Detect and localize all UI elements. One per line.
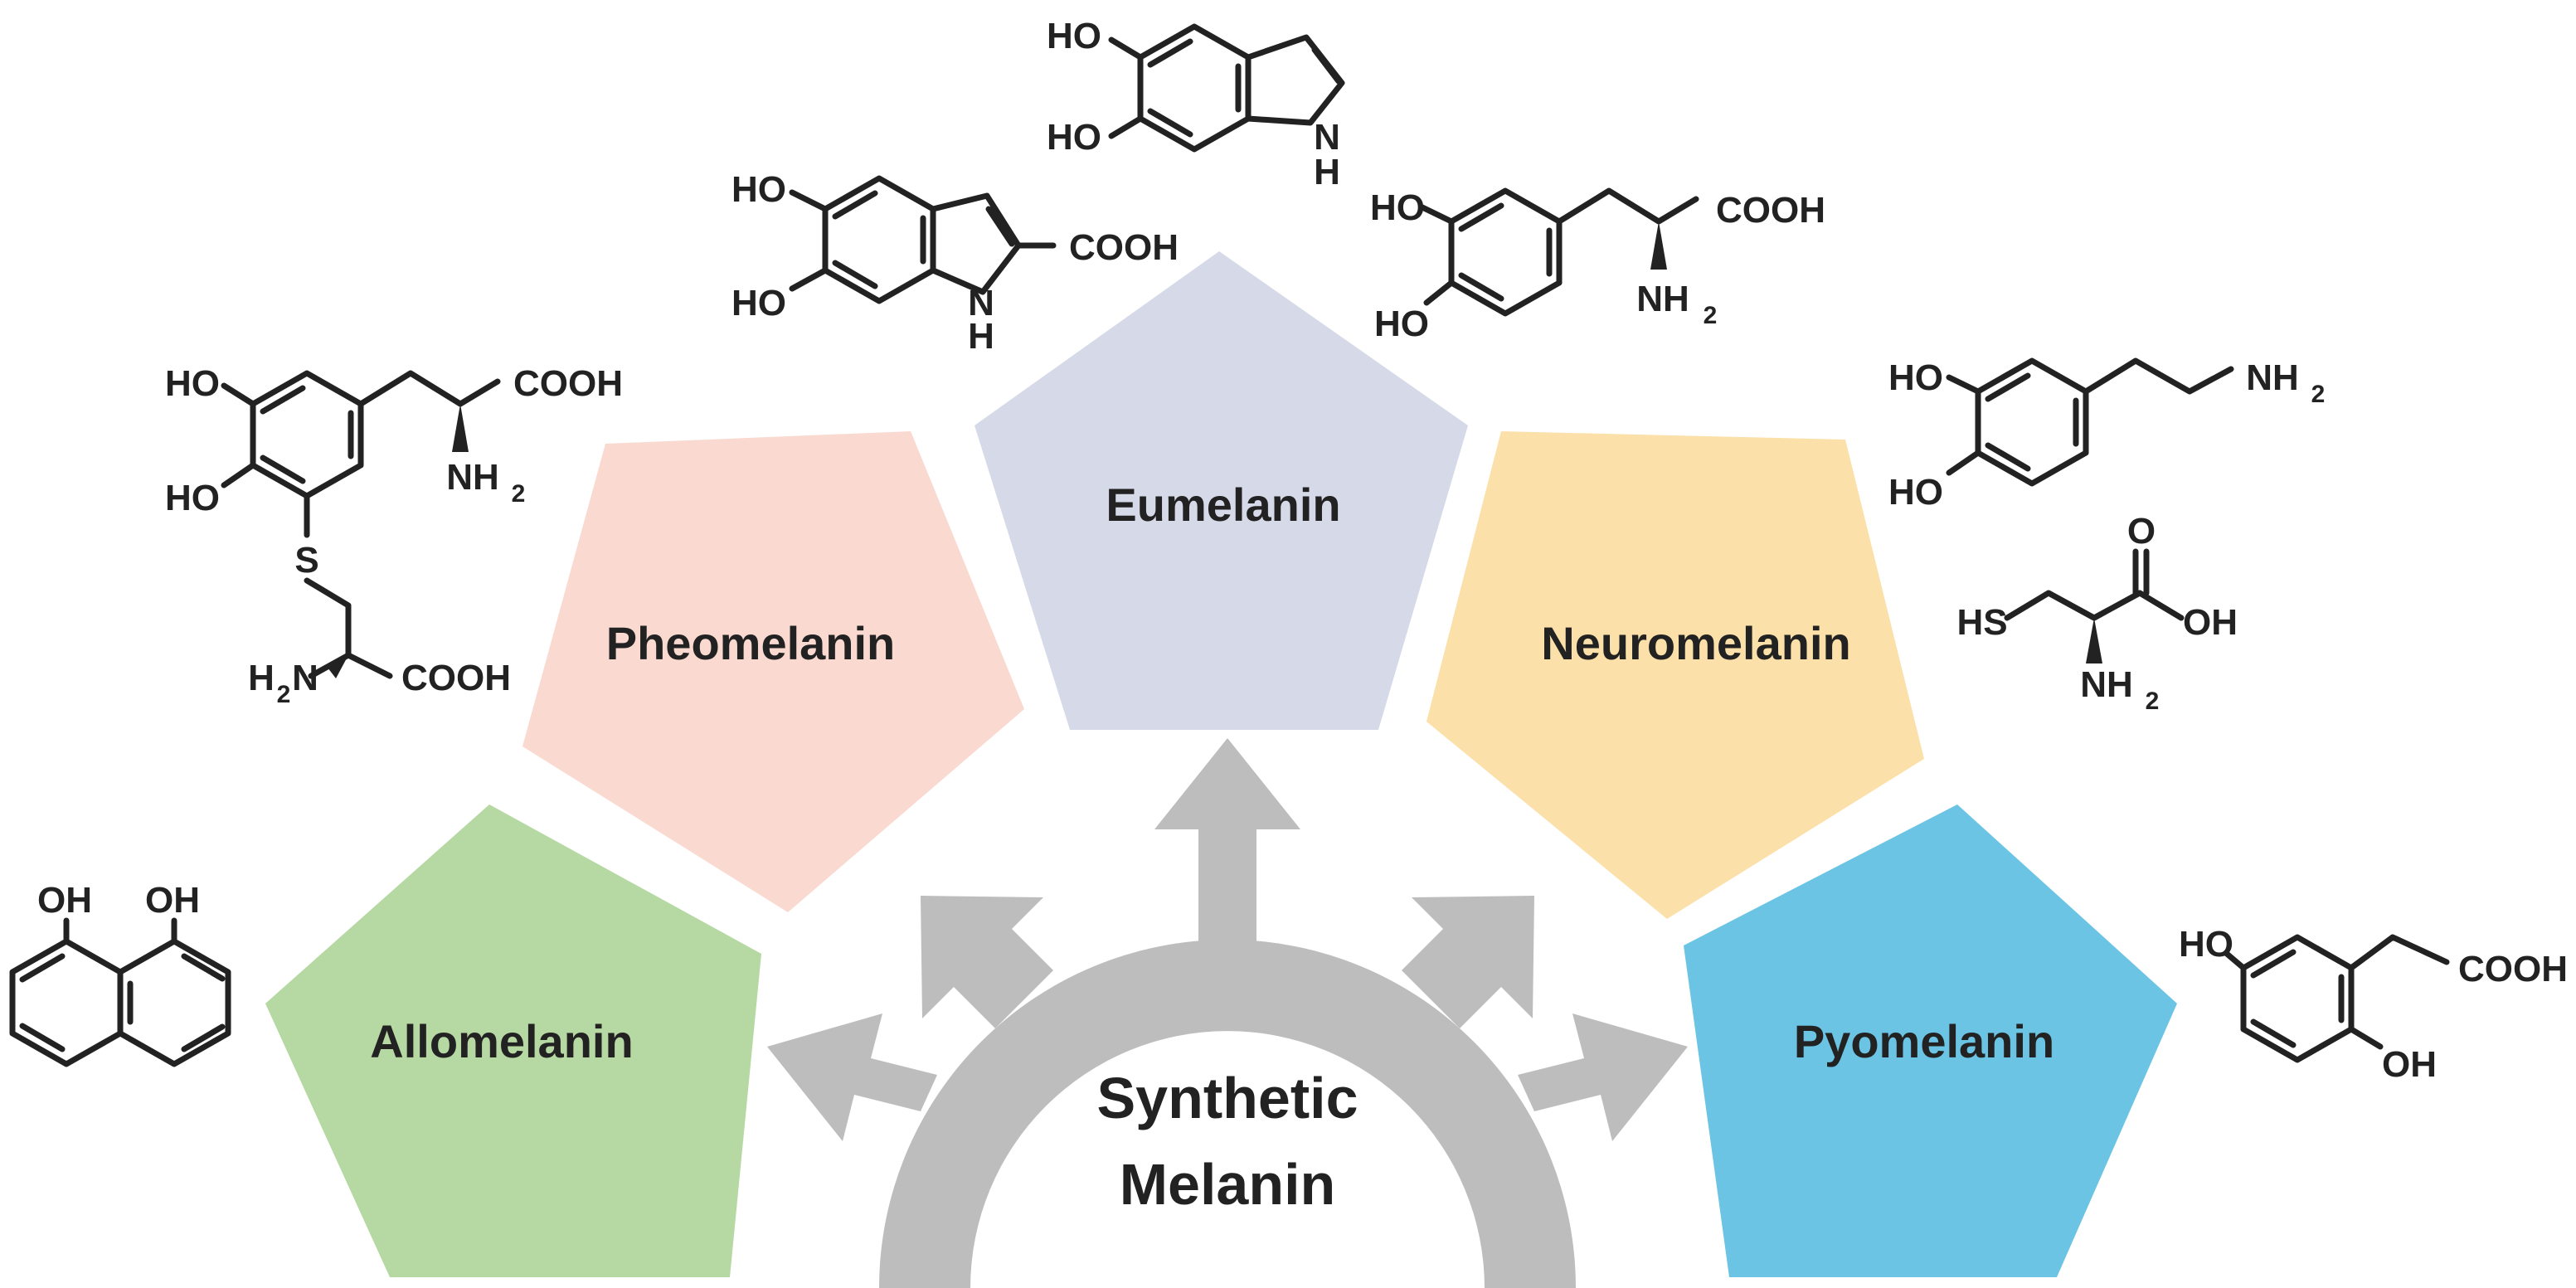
dhi-bonds <box>1108 23 1345 153</box>
neuromelanin-node: Neuromelanin <box>1427 431 1924 919</box>
homogentisic-bonds <box>2224 934 2450 1063</box>
arrow-right <box>1518 1013 1688 1141</box>
dhi-n: N <box>1314 117 1340 158</box>
cysteine-bonds <box>2004 548 2185 621</box>
allomelanin-node: Allomelanin <box>265 804 761 1277</box>
neuromelanin-pentagon <box>1427 431 1924 919</box>
arrow-up <box>1154 738 1300 945</box>
cysteinyldopa-h2n-sub: 2 <box>277 681 291 708</box>
cysteinyldopa-wedge-2 <box>328 655 348 678</box>
dopamine-structure: HO HO NH 2 <box>1888 357 2325 513</box>
dhica-n: N <box>968 283 994 323</box>
dopa-cooh: COOH <box>1716 190 1825 231</box>
cysteinyldopa-bonds <box>221 370 501 679</box>
dhica-ho-1: HO <box>731 169 786 210</box>
pheomelanin-node: Pheomelanin <box>522 431 1024 912</box>
cysteinyldopa-nh-sub: 2 <box>512 480 526 508</box>
cysteine-wedge <box>2086 618 2102 663</box>
dhica-h: H <box>968 316 994 357</box>
cysteine-hs: HS <box>1956 602 2007 643</box>
pyomelanin-node: Pyomelanin <box>1684 804 2177 1277</box>
pyomelanin-label: Pyomelanin <box>1794 1015 2054 1067</box>
neuromelanin-label: Neuromelanin <box>1541 617 1850 669</box>
dopa-ho-1: HO <box>1370 187 1425 228</box>
cysteinyldopa-wedge-1 <box>452 404 469 452</box>
dhica-cooh: COOH <box>1069 227 1179 268</box>
dhica-bonds <box>789 175 1057 304</box>
arrow-left <box>767 1013 937 1141</box>
cysteine-structure: HS O OH NH 2 <box>1956 511 2238 715</box>
cysteine-oh: OH <box>2183 602 2238 643</box>
arrow-upper-left <box>921 896 1053 1028</box>
cysteine-nh: NH <box>2080 664 2133 705</box>
homogentisic-ho: HO <box>2179 924 2233 965</box>
dopa-wedge <box>1650 221 1667 270</box>
dhi-ho-2: HO <box>1047 117 1101 158</box>
dopamine-nh: NH <box>2246 357 2299 398</box>
allomelanin-label: Allomelanin <box>370 1015 633 1067</box>
dhica-structure: HO HO COOH N H <box>731 169 1179 357</box>
eumelanin-label: Eumelanin <box>1106 479 1340 531</box>
cysteinyldopa-s: S <box>294 540 318 581</box>
dopamine-ho-1: HO <box>1888 357 1943 398</box>
cysteinyldopa-ho-2: HO <box>165 478 220 518</box>
dhica-ho-2: HO <box>731 283 786 323</box>
pyomelanin-pentagon <box>1684 804 2177 1277</box>
center-label-line1: Synthetic <box>1096 1066 1358 1130</box>
dhi-h: H <box>1314 152 1340 192</box>
allomelanin-pentagon <box>265 804 761 1277</box>
dopa-nh: NH <box>1636 279 1689 319</box>
dopa-structure: HO HO COOH NH 2 <box>1370 187 1825 344</box>
dopa-ho-2: HO <box>1374 304 1429 344</box>
eumelanin-node: Eumelanin <box>975 251 1468 730</box>
dhn-structure: OH OH <box>9 880 231 1067</box>
dhi-ho-1: HO <box>1047 16 1101 56</box>
cysteinyldopa-h2n-n: N <box>292 658 318 698</box>
hub-arc <box>879 940 1576 1288</box>
eumelanin-pentagon <box>975 251 1468 730</box>
cysteinyldopa-cooh-2: COOH <box>401 658 511 698</box>
dhn-bonds <box>9 917 231 1067</box>
dopamine-ho-2: HO <box>1888 472 1943 513</box>
homogentisic-structure: HO COOH OH <box>2179 924 2568 1085</box>
dhn-oh-1: OH <box>37 880 92 921</box>
cysteinyldopa-nh: NH <box>446 457 499 498</box>
dhi-structure: HO HO N H <box>1047 16 1345 192</box>
center-label-line2: Melanin <box>1120 1152 1336 1217</box>
homogentisic-cooh: COOH <box>2458 949 2568 989</box>
dopamine-bonds <box>1946 357 2234 487</box>
arrow-upper-right <box>1402 896 1534 1028</box>
cysteine-nh-sub: 2 <box>2146 688 2160 715</box>
pheomelanin-label: Pheomelanin <box>606 617 896 669</box>
dhn-oh-2: OH <box>145 880 200 921</box>
dopamine-nh-sub: 2 <box>2311 381 2326 408</box>
dopa-nh-sub: 2 <box>1704 302 1718 329</box>
cysteinyldopa-ho-1: HO <box>165 363 220 404</box>
cysteinyldopa-cooh-1: COOH <box>513 363 623 404</box>
dopa-bonds <box>1419 187 1699 317</box>
cysteinyldopa-h2n-h: H <box>248 658 275 698</box>
cysteine-o: O <box>2127 511 2156 552</box>
synthetic-melanin-hub: Synthetic Melanin <box>767 738 1688 1288</box>
homogentisic-oh: OH <box>2382 1044 2437 1085</box>
cysteinyldopa-structure: HO HO COOH NH 2 S H 2 N COOH <box>165 363 623 708</box>
pheomelanin-pentagon <box>522 431 1024 912</box>
